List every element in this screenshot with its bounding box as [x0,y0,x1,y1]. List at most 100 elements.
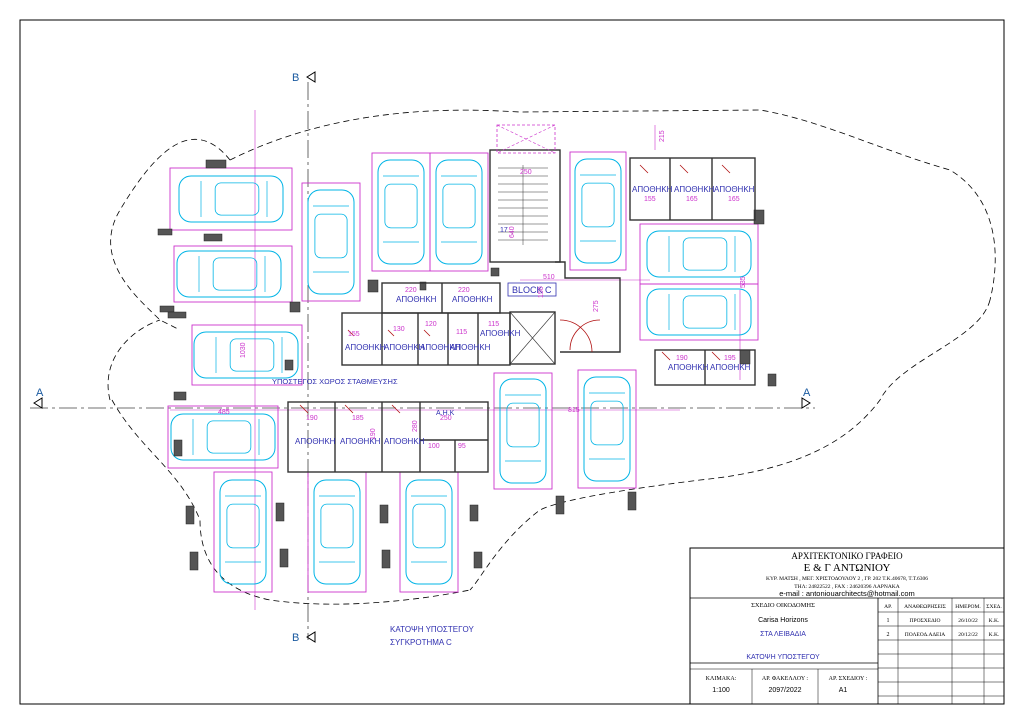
stair-treads [498,165,548,245]
firm-phone: ΤΗΛ: 24822522 , FAX : 24620396 ΛΑΡΝΑΚΑ [794,584,900,590]
column-hatch [159,305,175,313]
column-hatch [490,267,500,277]
car-icon [307,189,355,295]
dim-label: 190 [676,355,688,362]
column-hatch [275,502,285,522]
doors [299,164,731,414]
dim-label: 165 [686,196,698,203]
rev-cell: 20/12/22 [958,632,978,638]
column-hatch [173,439,183,457]
dim-label: 115 [456,329,467,336]
column-hatch [189,551,199,571]
column-hatch [627,491,637,511]
dim-label: 220 [458,287,470,294]
storage-labels: ΑΠΟΘΗΚΗ ΑΠΟΘΗΚΗ ΑΠΟΘΗΚΗ ΑΠΟΘΗΚΗ ΑΠΟΘΗΚΗ … [295,185,755,446]
car-icon [176,250,282,298]
car-icon [646,288,752,336]
column-hatch [379,504,389,524]
section-label-b-top: B [292,72,299,84]
column-hatch [739,349,751,365]
storage-label: ΑΠΟΘΗΚΗ [632,185,673,194]
parking-area-label: ΥΠΟΣΤΕΓΟΣ ΧΩΡΟΣ ΣΤΑΘΜΕΥΣΗΣ [272,377,398,386]
rev-cell: 1 [887,618,890,624]
dim-label: 155 [644,196,656,203]
firm-name: Ε & Γ ΑΝΤΩΝΙΟΥ [804,562,891,574]
storage-label: ΑΠΟΘΗΚΗ [340,437,381,446]
car-icon [574,158,622,264]
storage-label: ΑΠΟΘΗΚΗ [450,343,491,352]
section-label-a-right: A [803,387,811,399]
column-hatch [469,504,479,522]
car-icon [219,479,267,585]
dim-label: 640 [509,226,516,238]
file-label: ΑΡ. ΦΑΚΕΛΛΟΥ : [762,676,809,682]
dim-label: 150 [538,286,545,298]
rev-cell: ΠΟΛΕΟΔ.ΑΔΕΙΑ [905,632,945,638]
storage-label: ΑΠΟΘΗΚΗ [452,295,493,304]
column-hatch [767,373,777,387]
rev-header-desc: ΑΝΑΘΕΩΡΗΣΕΙΣ [904,604,946,610]
storage-label: ΑΠΟΘΗΚΗ [674,185,715,194]
column-hatch [419,281,427,291]
walls [287,124,756,473]
section-marker-a-left [33,397,43,409]
storage-label: ΑΠΟΘΗΚΗ [668,363,709,372]
parking-bays [167,151,759,593]
car-icon [313,479,361,585]
car-icon [170,413,276,461]
firm-email: e-mail : antoniouarchitects@hotmail.com [779,589,915,598]
storage-label: ΑΠΟΘΗΚΗ [295,437,336,446]
plan-caption-line2: ΣΥΓΚΡΟΤΗΜΑ C [390,638,452,647]
car-icon [377,159,425,265]
block-label: BLOCK C [512,285,552,295]
file-value: 2097/2022 [768,687,801,694]
dim-label: 1030 [240,342,247,358]
scale-label: ΚΛΙΜΑΚΑ: [706,676,737,682]
column-hatch [167,311,187,319]
rev-header-date: ΗΜΕΡΟΜ. [955,604,981,610]
rev-cell: ΠΡΟΣΧΕΔΙΟ [910,618,941,624]
plan-caption-line1: ΚΑΤΟΨΗ ΥΠΟΣΤΕΓΟΥ [390,625,474,634]
project-name: Carisa Horizons [758,617,808,624]
section-marker-b-bottom [306,631,316,643]
dim-label: 510 [543,274,555,281]
storage-label: ΑΠΟΘΗΚΗ [384,437,425,446]
column-hatch [753,209,765,225]
column-hatch [555,495,565,515]
column-hatch [473,551,483,569]
storage-label: ΑΠΟΘΗΚΗ [396,295,437,304]
dim-label: 115 [488,321,499,328]
section-label-a-left: A [36,387,44,399]
car-icon [646,230,752,278]
ah-label: Α.Η.Κ [436,410,455,417]
column-hatch [205,159,227,169]
dim-label: 275 [593,300,600,312]
dim-label: 280 [412,420,419,432]
site-boundary [107,109,996,605]
column-hatch [289,301,301,313]
drawing-no-label: ΑΡ. ΣΧΕΔΙΟΥ : [829,676,868,682]
dim-label: 95 [458,443,466,450]
car-icon [435,159,483,265]
office-name: ΑΡΧΙΤΕΚΤΟΝΙΚΟ ΓΡΑΦΕΙΟ [791,551,903,561]
title-block: ΑΡΧΙΤΕΚΤΟΝΙΚΟ ΓΡΑΦΕΙΟ Ε & Γ ΑΝΤΩΝΙΟΥ ΚΥΡ… [689,547,1005,705]
dim-label: 815 [568,407,580,414]
column-hatch [173,391,187,401]
project-location: ΣΤΑ ΛΕΙΒΑΔΙΑ [760,631,806,638]
dim-label: 190 [306,415,318,422]
dim-label: 535 [740,276,747,288]
dim-label: 220 [405,287,417,294]
sheet-title: ΚΑΤΟΨΗ ΥΠΟΣΤΕΓΟΥ [746,654,820,661]
dim-label: 100 [428,443,440,450]
rev-cell: Κ.Κ. [989,632,1000,638]
sheet-frame [19,19,1005,705]
storage-label: ΑΠΟΘΗΚΗ [480,329,521,338]
cars-layer [170,158,752,585]
dim-label: 165 [728,196,740,203]
dim-label: 190 [370,428,377,440]
section-label-b-bottom: B [292,632,299,644]
column-hatch [367,279,379,293]
car-icon [583,376,631,482]
storage-label: ΑΠΟΘΗΚΗ [714,185,755,194]
dim-label: 130 [393,326,405,333]
